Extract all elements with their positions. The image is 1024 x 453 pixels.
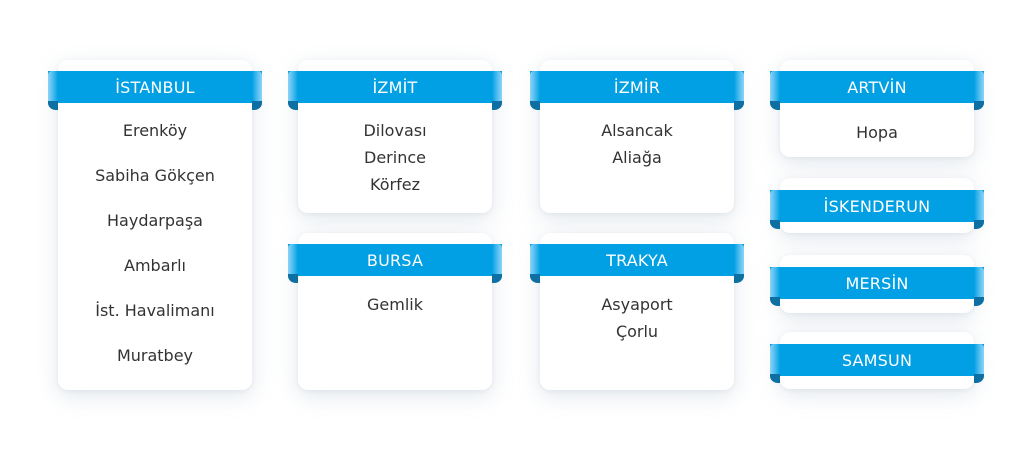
region-title: ARTVİN <box>847 77 907 97</box>
location-item[interactable]: Erenköy <box>122 121 188 140</box>
ribbon-edge <box>530 244 540 276</box>
ribbon-edge <box>770 190 780 222</box>
location-item[interactable]: Gemlik <box>367 295 423 314</box>
region-card-istanbul: Erenköy Sabiha Gökçen Haydarpaşa Ambarlı… <box>58 60 252 390</box>
region-title: İSKENDERUN <box>823 196 931 216</box>
location-item[interactable]: Alsancak <box>601 121 673 140</box>
ribbon-fold <box>974 101 984 110</box>
ribbon-edge <box>530 71 540 103</box>
location-item[interactable]: Çorlu <box>615 322 659 341</box>
ribbon-edge <box>492 71 502 103</box>
ribbon-fold <box>530 274 540 283</box>
location-item[interactable]: Asyaport <box>601 295 673 314</box>
ribbon-fold <box>252 101 262 110</box>
ribbon-edge <box>734 244 744 276</box>
region-title: İSTANBUL <box>115 77 195 97</box>
ribbon-edge <box>974 71 984 103</box>
location-list: Gemlik <box>298 291 492 318</box>
ribbon-fold <box>492 101 502 110</box>
location-item[interactable]: Körfez <box>370 175 420 194</box>
location-item[interactable]: Haydarpaşa <box>107 211 203 230</box>
location-item[interactable]: İst. Havalimanı <box>95 301 215 320</box>
ribbon-fold <box>974 220 984 229</box>
ribbon-fold <box>974 374 984 383</box>
region-title: İZMİT <box>372 77 418 97</box>
location-item[interactable]: Muratbey <box>116 346 194 365</box>
ribbon-fold <box>770 297 780 306</box>
ribbon-fold <box>288 274 298 283</box>
region-ribbon-artvin: ARTVİN <box>770 71 984 110</box>
ribbon-fold <box>734 274 744 283</box>
location-item[interactable]: Hopa <box>856 123 898 142</box>
ribbon-edge <box>974 344 984 376</box>
ribbon-fold <box>770 101 780 110</box>
ribbon-edge <box>288 71 298 103</box>
ribbon-edge <box>734 71 744 103</box>
ribbon-fold <box>974 297 984 306</box>
region-ribbon-istanbul: İSTANBUL <box>48 71 262 110</box>
ribbon-fold <box>492 274 502 283</box>
location-list: Dilovası Derince Körfez <box>298 117 492 198</box>
region-ribbon-bursa: BURSA <box>288 244 502 283</box>
ribbon-edge <box>974 267 984 299</box>
region-title: SAMSUN <box>841 350 913 370</box>
ribbon-fold <box>734 101 744 110</box>
ribbon-fold <box>288 101 298 110</box>
region-ribbon-samsun[interactable]: SAMSUN <box>770 344 984 383</box>
region-title: TRAKYA <box>606 250 668 270</box>
region-ribbon-izmit: İZMİT <box>288 71 502 110</box>
location-item[interactable]: Sabiha Gökçen <box>95 166 215 185</box>
ribbon-fold <box>530 101 540 110</box>
ribbon-edge <box>770 344 780 376</box>
region-ribbon-trakya: TRAKYA <box>530 244 744 283</box>
region-title: BURSA <box>366 250 424 270</box>
region-title: İZMİR <box>613 77 661 97</box>
location-list: Alsancak Aliağa <box>540 117 734 171</box>
ribbon-fold <box>770 220 780 229</box>
ribbon-edge <box>288 244 298 276</box>
location-item[interactable]: Dilovası <box>363 121 427 140</box>
ribbon-fold <box>48 101 58 110</box>
ribbon-edge <box>770 71 780 103</box>
ribbon-edge <box>770 267 780 299</box>
region-title: MERSİN <box>845 273 909 293</box>
location-list: Erenköy Sabiha Gökçen Haydarpaşa Ambarlı… <box>58 108 252 378</box>
region-ribbon-mersin[interactable]: MERSİN <box>770 267 984 306</box>
location-item[interactable]: Derince <box>364 148 426 167</box>
ribbon-edge <box>48 71 58 103</box>
ribbon-edge <box>974 190 984 222</box>
location-item[interactable]: Ambarlı <box>124 256 186 275</box>
location-item[interactable]: Aliağa <box>612 148 662 167</box>
region-ribbon-iskenderun[interactable]: İSKENDERUN <box>770 190 984 229</box>
ribbon-edge <box>252 71 262 103</box>
ribbon-fold <box>770 374 780 383</box>
region-ribbon-izmir: İZMİR <box>530 71 744 110</box>
location-list: Hopa <box>780 119 974 146</box>
ribbon-edge <box>492 244 502 276</box>
location-list: Asyaport Çorlu <box>540 291 734 345</box>
